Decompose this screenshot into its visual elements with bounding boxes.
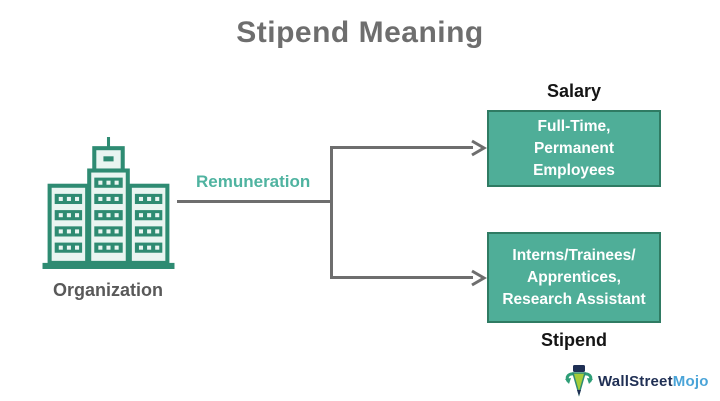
connector-vertical-line	[330, 146, 333, 279]
building-icon	[42, 137, 175, 269]
stipend-box-line: Interns/Trainees/	[512, 246, 636, 264]
stipend-box-line: Research Assistant	[502, 290, 646, 308]
arrow-right-top-icon	[471, 139, 487, 157]
wallstreetmojo-bull-icon	[565, 365, 593, 397]
brand-name-primary: WallStreet	[598, 372, 673, 390]
stipend-heading: Stipend	[541, 330, 607, 350]
salary-box-line: Employees	[533, 161, 615, 179]
stipend-box: Interns/Trainees/ Apprentices, Research …	[487, 232, 661, 323]
salary-box-line: Full-Time,	[537, 117, 611, 135]
brand-name: WallStreetMojo	[598, 373, 709, 390]
salary-box: Full-Time, Permanent Employees	[487, 110, 661, 187]
salary-heading: Salary	[546, 81, 602, 101]
page-title: Stipend Meaning	[236, 16, 484, 49]
connector-stem-line	[177, 200, 333, 203]
connector-top-branch-line	[330, 146, 473, 149]
salary-box-line: Permanent	[533, 139, 615, 157]
organization-label: Organization	[52, 280, 163, 300]
stipend-box-line: Apprentices,	[527, 268, 621, 286]
remuneration-label: Remuneration	[196, 172, 311, 191]
connector-bottom-branch-line	[330, 276, 473, 279]
brand-name-secondary: Mojo	[672, 372, 709, 390]
arrow-right-bottom-icon	[471, 269, 487, 287]
brand-logo: WallStreetMojo	[564, 364, 709, 398]
